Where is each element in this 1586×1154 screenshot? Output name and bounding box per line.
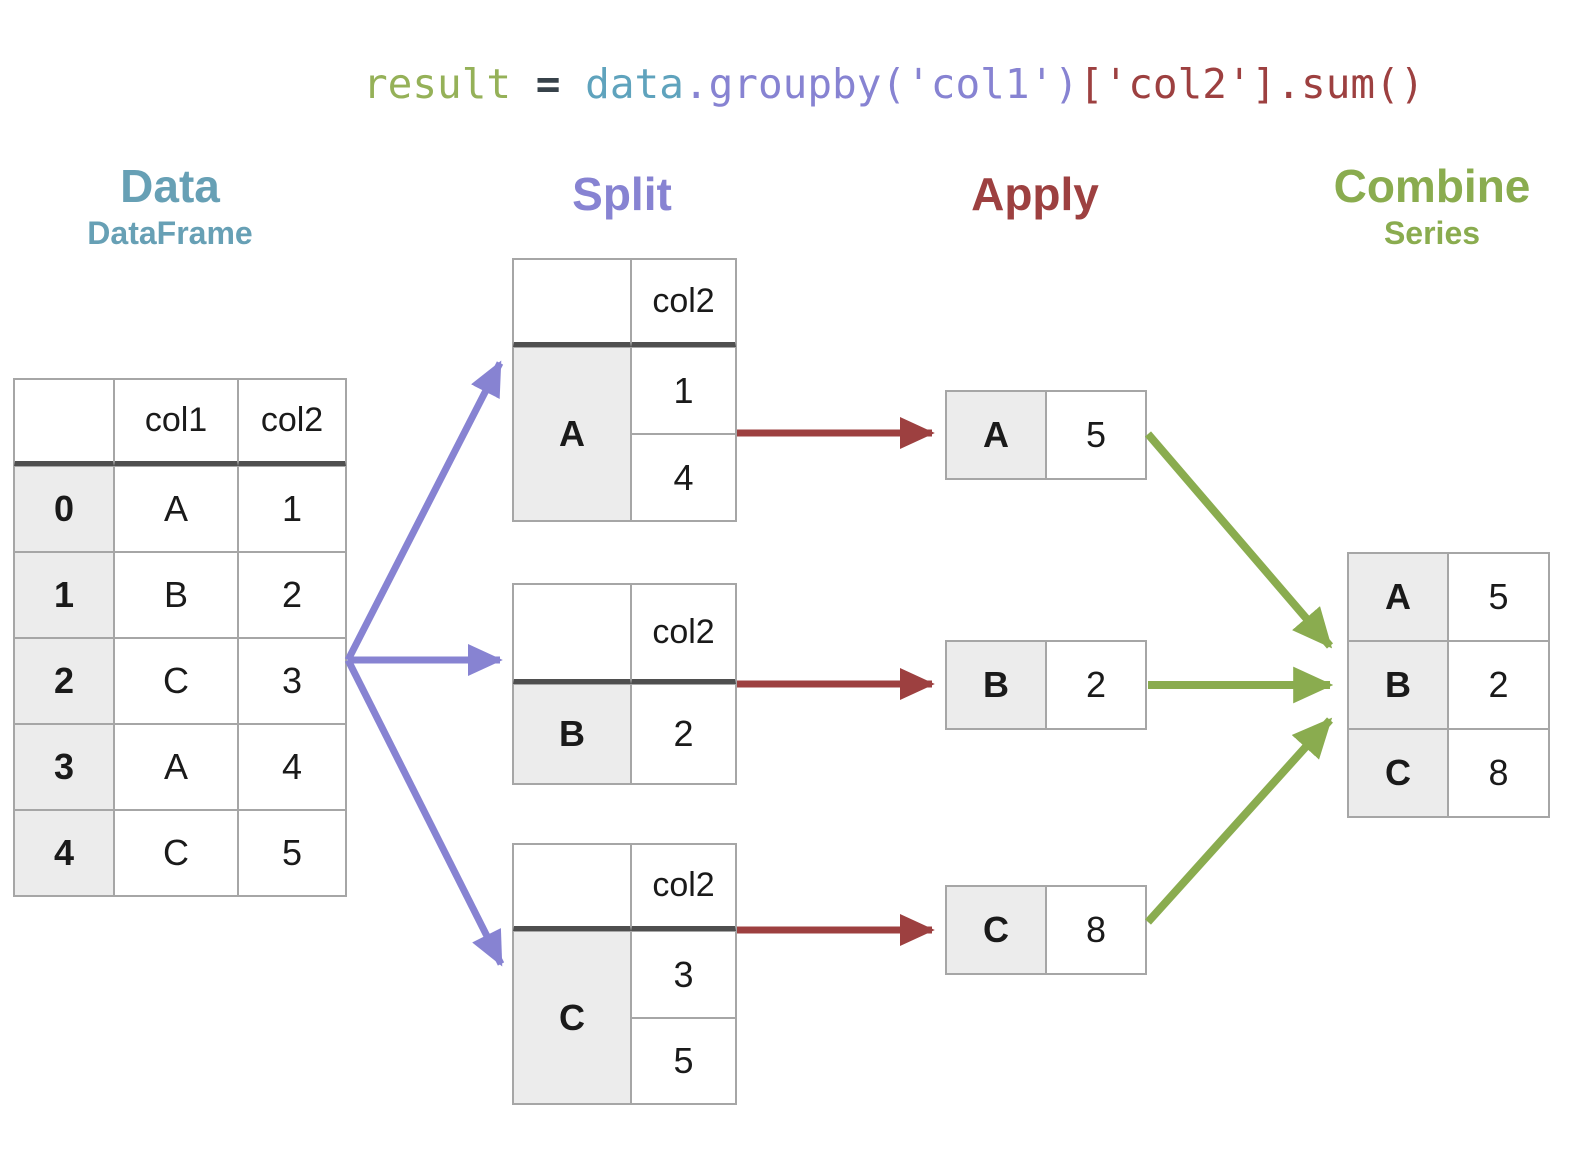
stage-header-split: Split — [472, 168, 772, 221]
source-row-index: 0 — [14, 466, 114, 552]
code-result-token: result — [363, 60, 512, 108]
split-c-value: 5 — [631, 1018, 736, 1104]
apply-b-sum-value: 2 — [1046, 641, 1146, 729]
stage-subtitle-combine: Series — [1383, 214, 1481, 251]
split-b-corner-cell — [513, 584, 631, 684]
source-cell-col1: C — [114, 638, 238, 724]
apply-c-sum-value: 8 — [1046, 886, 1146, 974]
source-row-index: 1 — [14, 552, 114, 638]
combine-value: 8 — [1448, 729, 1549, 817]
combine-value: 5 — [1448, 553, 1549, 641]
split-b-value: 2 — [631, 684, 736, 784]
source-cell-col2: 2 — [238, 552, 346, 638]
source-cell-col1: C — [114, 810, 238, 896]
source-row-index: 4 — [14, 810, 114, 896]
source-cell-col2: 3 — [238, 638, 346, 724]
combine-group-label: B — [1348, 641, 1448, 729]
combine-group-label: C — [1348, 729, 1448, 817]
combine-arrow-c — [1145, 717, 1333, 925]
source-cell-col2: 1 — [238, 466, 346, 552]
code-expression: result = data.groupby('col1')['col2'].su… — [363, 60, 1424, 108]
combine-arrow-a — [1144, 431, 1334, 649]
source-col1-header: col1 — [114, 379, 238, 466]
stage-header-combine: Combine Series — [1282, 160, 1582, 252]
source-row-index: 3 — [14, 724, 114, 810]
apply-table-b: B 2 — [945, 640, 1147, 730]
split-table-b: col2 B 2 — [512, 583, 737, 785]
source-row-index: 2 — [14, 638, 114, 724]
source-corner-cell — [14, 379, 114, 466]
source-cell-col1: A — [114, 724, 238, 810]
stage-title-apply: Apply — [971, 168, 1099, 220]
apply-a-sum-value: 5 — [1046, 391, 1146, 479]
apply-table-c: C 8 — [945, 885, 1147, 975]
split-a-value: 4 — [631, 434, 736, 521]
split-c-col2-header: col2 — [631, 844, 736, 931]
source-cell-col2: 5 — [238, 810, 346, 896]
combine-series-table: A 5 B 2 C 8 — [1347, 552, 1550, 818]
split-a-value: 1 — [631, 347, 736, 434]
split-table-a: col2 A 1 4 — [512, 258, 737, 522]
split-a-col2-header: col2 — [631, 259, 736, 347]
apply-a-group-label: A — [946, 391, 1046, 479]
source-cell-col2: 4 — [238, 724, 346, 810]
code-equals-token: = — [511, 60, 586, 108]
source-col2-header: col2 — [238, 379, 346, 466]
split-c-value: 3 — [631, 931, 736, 1018]
stage-title-data: Data — [120, 160, 220, 212]
split-b-col2-header: col2 — [631, 584, 736, 684]
stage-header-data: Data DataFrame — [20, 160, 320, 252]
code-sum-token: ['col2'].sum() — [1078, 60, 1425, 108]
split-c-corner-cell — [513, 844, 631, 931]
source-dataframe-table: col1 col2 0 A 1 1 B 2 2 C 3 3 A 4 4 C 5 — [13, 378, 347, 897]
source-cell-col1: B — [114, 552, 238, 638]
apply-c-group-label: C — [946, 886, 1046, 974]
split-a-group-label: A — [513, 347, 631, 521]
split-arrow-c — [344, 658, 505, 967]
combine-value: 2 — [1448, 641, 1549, 729]
source-cell-col1: A — [114, 466, 238, 552]
apply-table-a: A 5 — [945, 390, 1147, 480]
apply-b-group-label: B — [946, 641, 1046, 729]
split-b-group-label: B — [513, 684, 631, 784]
stage-title-split: Split — [572, 168, 672, 220]
stage-title-combine: Combine — [1333, 160, 1531, 212]
stage-subtitle-data: DataFrame — [87, 214, 253, 251]
split-a-corner-cell — [513, 259, 631, 347]
combine-group-label: A — [1348, 553, 1448, 641]
split-table-c: col2 C 3 5 — [512, 843, 737, 1105]
code-data-token: data — [585, 60, 684, 108]
split-arrow-a — [344, 360, 504, 662]
split-c-group-label: C — [513, 931, 631, 1104]
code-groupby-token: .groupby('col1') — [683, 60, 1079, 108]
stage-header-apply: Apply — [885, 168, 1185, 221]
